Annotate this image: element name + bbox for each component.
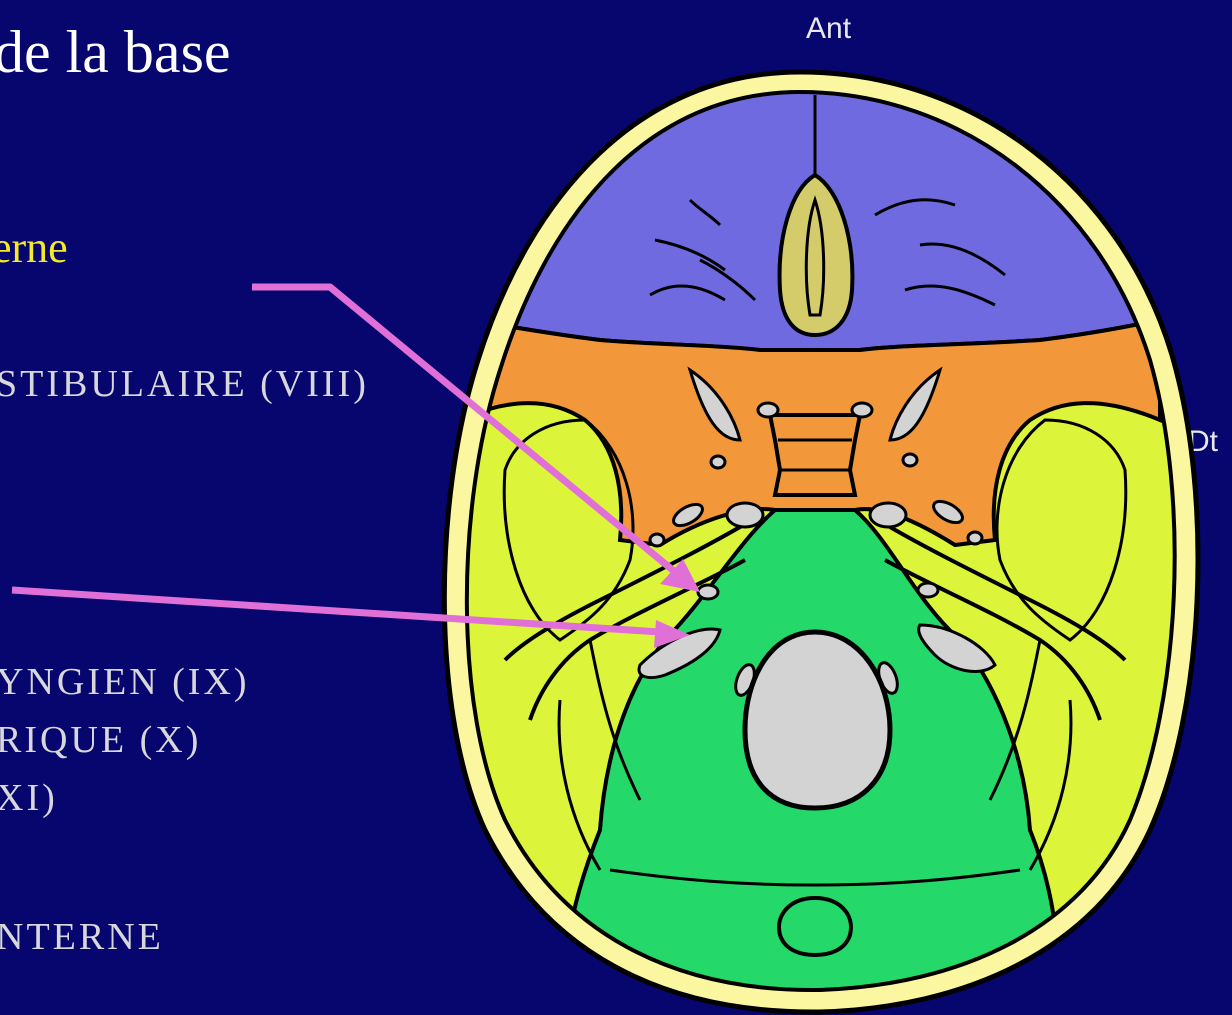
- internal-acoustic-meatus-left: [698, 585, 718, 599]
- sella-turcica: [770, 415, 860, 495]
- internal-occipital-protuberance: [779, 898, 851, 955]
- foramen-magnum: [745, 632, 890, 808]
- internal-acoustic-meatus-right: [918, 583, 938, 597]
